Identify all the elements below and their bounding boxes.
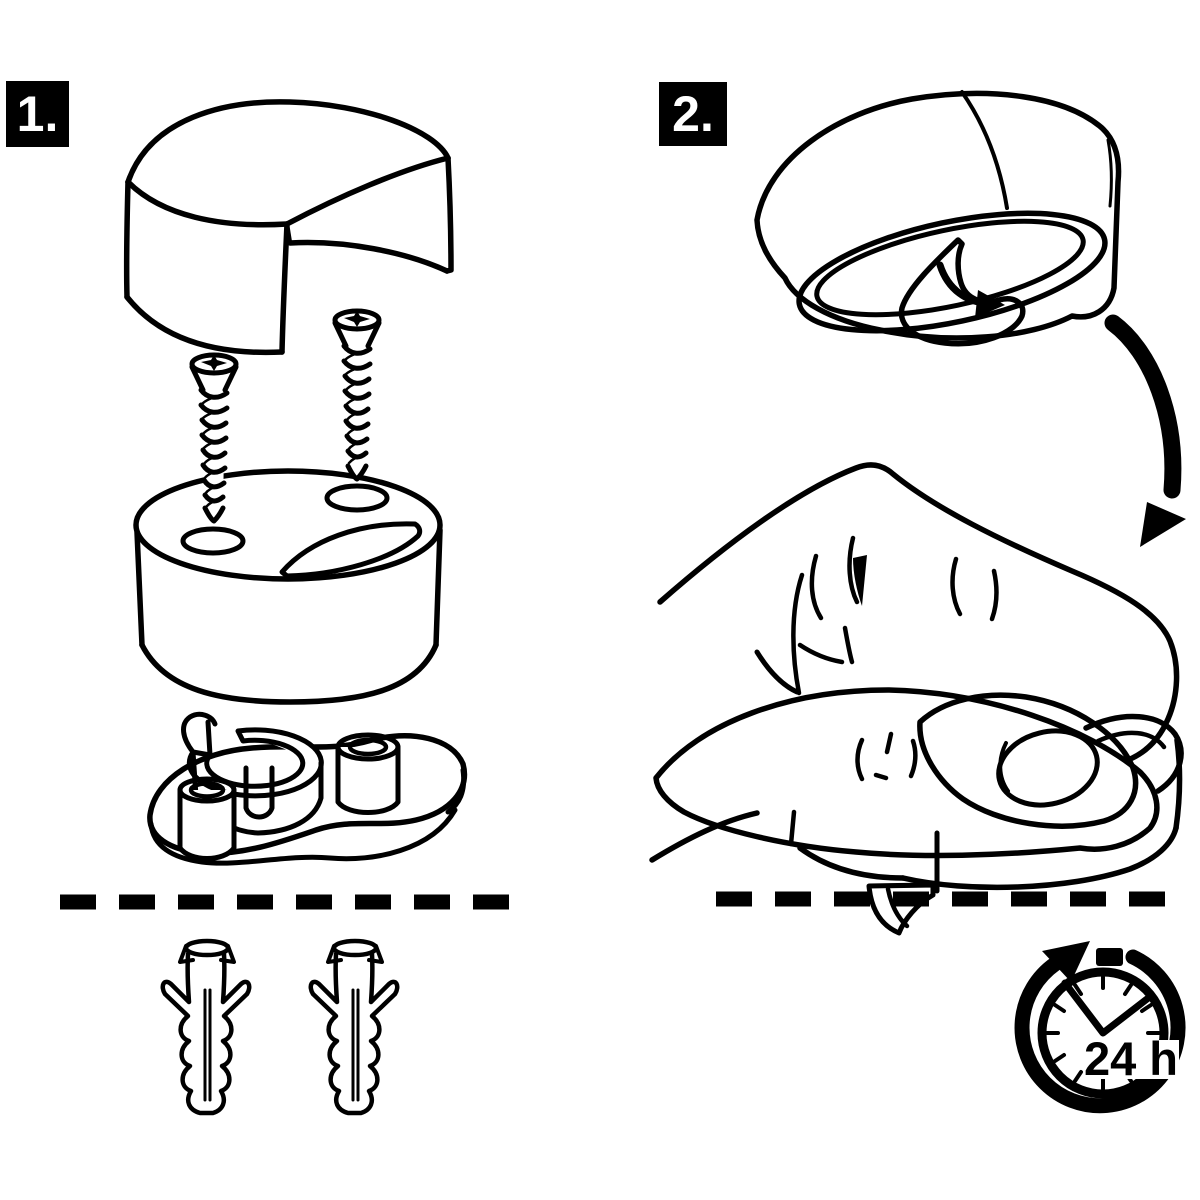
stopper-bottom-edge <box>900 825 1179 891</box>
hook-below-wall-line <box>866 882 936 936</box>
clock-circular-arrow <box>1014 949 1186 1114</box>
plate-right-thickness <box>445 767 467 815</box>
boss-top <box>177 776 237 804</box>
boss-walls <box>177 787 237 861</box>
cap-left-wall <box>123 179 131 300</box>
phillips-cross-icon <box>344 311 370 327</box>
boss-hole <box>188 781 226 799</box>
plate-boss-left <box>177 776 237 861</box>
step1-illustration <box>60 99 516 1113</box>
cap-underside-with-hook <box>754 90 1122 347</box>
cap2-right-seam <box>1106 138 1113 208</box>
hand-heel-edge <box>649 810 760 863</box>
cap-wall-bottom <box>124 294 285 356</box>
plate-boss-right <box>335 732 401 815</box>
clip-top-face <box>186 727 324 799</box>
cap2-outline <box>754 90 1122 341</box>
body-bottom <box>139 642 439 705</box>
plate-front-thickness <box>148 807 458 866</box>
index-finger-edge <box>791 572 855 696</box>
cap2-seam <box>960 90 1009 210</box>
cap-flap-bottom-edge <box>287 239 450 274</box>
clip-front-notch <box>243 765 275 820</box>
thumb-base-creases <box>855 731 918 782</box>
phillips-cross-icon <box>201 355 227 371</box>
knuckle-creases <box>809 535 999 622</box>
step-1-number: 1. <box>16 86 59 142</box>
cap2-rim-inner <box>814 218 1086 318</box>
boss-fill <box>180 790 234 859</box>
curled-finger <box>653 687 1160 859</box>
screw-tip <box>345 463 369 482</box>
cure-time-clock: 24 h <box>1014 941 1186 1114</box>
cure-time-label: 24 h <box>1084 1032 1178 1085</box>
step-2-badge: 2. <box>659 82 727 146</box>
cap-right-edge <box>444 155 454 274</box>
wall-anchor-left <box>163 941 249 1113</box>
step-1-badge: 1. <box>6 81 69 147</box>
cover-cap <box>123 99 454 356</box>
clock-arrowhead-icon <box>1042 941 1090 982</box>
thumbnail <box>996 728 1100 808</box>
cap2-hook <box>898 237 1026 347</box>
body-right-wall <box>433 527 443 648</box>
hand-back-outline <box>657 462 1180 763</box>
turn-arrow-head-icon <box>1140 502 1186 547</box>
hook-outline <box>866 882 936 936</box>
hook-rotation-arrowhead-icon <box>975 290 1005 318</box>
body-screw-hole-left <box>180 526 246 556</box>
cap-top-edge <box>125 99 451 185</box>
cap2-fill <box>757 93 1119 338</box>
screw-countersink <box>189 364 239 393</box>
stopper-body <box>133 468 443 705</box>
stopwatch-button <box>1096 948 1123 966</box>
clock-text-halo <box>1087 1040 1179 1079</box>
turn-over-arrow <box>1104 314 1186 547</box>
body-top-face <box>133 468 443 582</box>
screw-threads-back <box>343 347 372 465</box>
mounting-screw-left <box>189 352 239 524</box>
cap-flap-top-edge <box>284 155 451 227</box>
cap-front-edge <box>125 179 290 228</box>
stopper-lower-left-edge <box>797 845 906 881</box>
boss-top <box>335 732 401 762</box>
screw-countersink <box>332 320 382 349</box>
cap2-rim-outer <box>796 210 1108 334</box>
stopper-in-hand <box>797 713 1184 894</box>
wall-anchor-right <box>311 941 397 1113</box>
index-finger-tip-curve <box>754 649 800 695</box>
mounting-plate-with-clip <box>147 711 468 866</box>
mounting-screw-right <box>332 308 382 482</box>
cap-flap-left-edge <box>284 221 293 246</box>
boss-fill <box>338 747 398 813</box>
stopper-right-edge <box>1173 737 1183 831</box>
clip-open-end-tab <box>181 711 218 758</box>
finger-separation <box>788 809 797 847</box>
hand-pressing-stopper <box>649 462 1184 894</box>
body-screw-hole-right <box>324 483 390 513</box>
thumbnail-base-crease <box>998 741 1010 793</box>
body-hook-slot <box>279 521 423 579</box>
stopwatch-face <box>1037 967 1169 1099</box>
body-left-wall <box>134 529 145 648</box>
stopwatch-hands <box>1061 979 1151 1037</box>
turn-arrow-shaft <box>1104 314 1182 499</box>
boss-hole <box>347 737 389 757</box>
screw-threads-back <box>200 391 229 509</box>
cap-cut-edge <box>279 221 290 355</box>
thumb <box>917 692 1139 829</box>
stopper-rim-inner <box>1095 730 1167 750</box>
step2-illustration: 24 h <box>649 90 1186 1114</box>
boss-walls <box>335 744 401 815</box>
step-2-number: 2. <box>672 86 714 142</box>
hook-inner-line <box>885 886 910 929</box>
stopper-rim-outer <box>1083 713 1184 794</box>
finger-gap-shadow <box>853 555 867 606</box>
screw-tip <box>202 505 226 524</box>
